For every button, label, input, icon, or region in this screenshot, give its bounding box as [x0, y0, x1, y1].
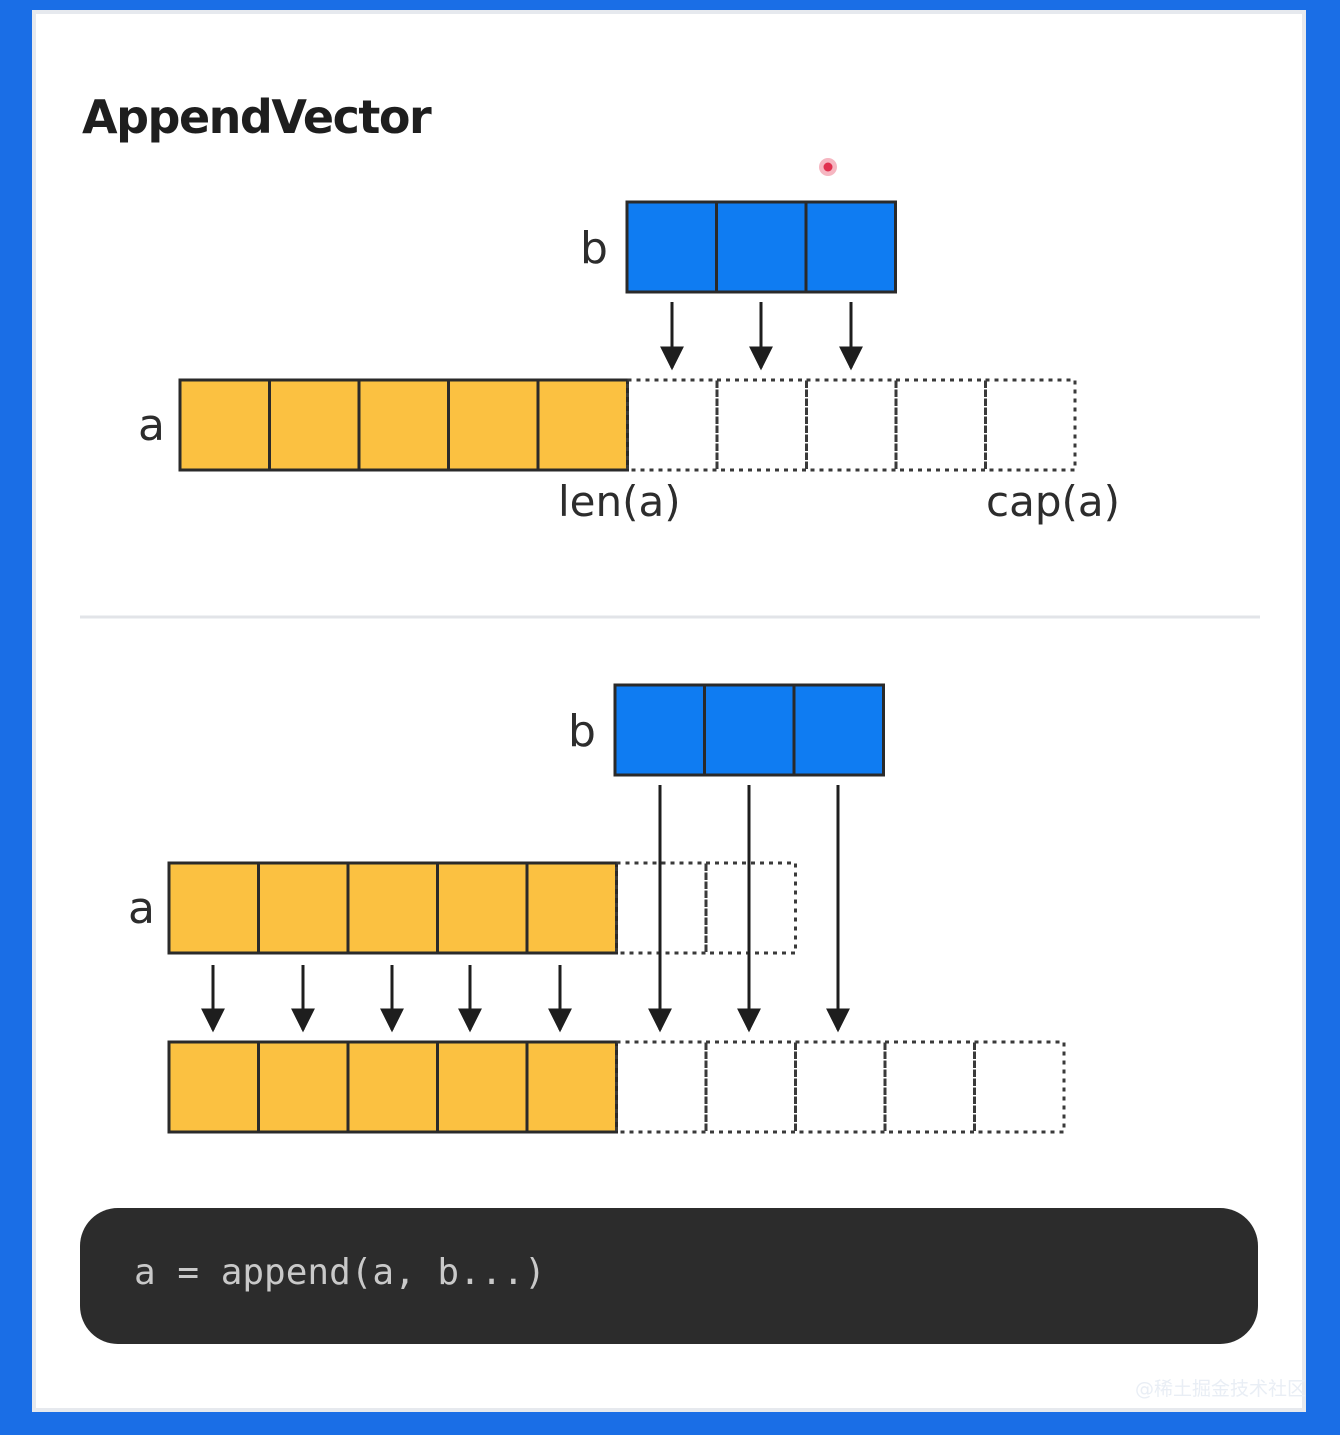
- bottom-b-cell-1: [613, 683, 706, 777]
- cap-label: cap(a): [986, 477, 1120, 526]
- top-b-cell-3: [804, 200, 897, 294]
- bottom-b-cell-2: [703, 683, 796, 777]
- new-spare-cell-4: [883, 1040, 976, 1134]
- new-filled-cell-3: [346, 1040, 439, 1134]
- len-label: len(a): [558, 477, 681, 526]
- bottom-arrows: [201, 785, 850, 1033]
- top-b-label: b: [580, 223, 608, 274]
- top-a-spare-cell-4: [894, 378, 987, 472]
- top-a-slice: [178, 378, 1077, 472]
- page-title: AppendVector: [82, 90, 432, 144]
- new-filled-cell-1: [167, 1040, 260, 1134]
- top-a-spare-cell-5: [984, 378, 1077, 472]
- bottom-a-cell-4: [436, 861, 529, 955]
- new-spare-cell-1: [615, 1040, 708, 1134]
- top-b-slice: [625, 200, 897, 294]
- bottom-a-label: a: [128, 883, 155, 934]
- new-filled-cell-4: [436, 1040, 529, 1134]
- code-line: a = append(a, b...): [134, 1252, 546, 1293]
- watermark: @稀土掘金技术社区: [1134, 1378, 1306, 1400]
- top-a-cell-2: [268, 378, 361, 472]
- bottom-b-slice: [613, 683, 885, 777]
- top-a-label: a: [138, 400, 165, 451]
- bottom-a-slice: [167, 861, 797, 955]
- top-b-cell-2: [715, 200, 808, 294]
- top-a-cell-4: [447, 378, 540, 472]
- new-spare-cell-3: [794, 1040, 887, 1134]
- new-filled-cell-5: [525, 1040, 618, 1134]
- top-a-spare-cell-2: [715, 378, 808, 472]
- top-a-spare-cell-3: [805, 378, 898, 472]
- new-spare-cell-5: [973, 1040, 1066, 1134]
- bottom-a-cell-1: [167, 861, 260, 955]
- new-backing-array: [167, 1040, 1066, 1134]
- append-vector-diagram: b a len(a) cap(a) b a: [80, 158, 1260, 1134]
- code-block: a = append(a, b...): [80, 1208, 1258, 1344]
- new-filled-cell-2: [257, 1040, 350, 1134]
- bottom-b-label: b: [568, 706, 596, 757]
- bottom-a-cell-2: [257, 861, 350, 955]
- bottom-b-cell-3: [792, 683, 885, 777]
- bottom-a-spare-cell-2: [704, 861, 797, 955]
- top-arrows: [660, 302, 863, 371]
- top-a-cell-5: [536, 378, 629, 472]
- new-spare-cell-2: [704, 1040, 797, 1134]
- cursor-dot-core: [823, 162, 833, 172]
- bottom-a-cell-5: [525, 861, 618, 955]
- bottom-a-cell-3: [346, 861, 439, 955]
- top-a-cell-3: [357, 378, 450, 472]
- top-b-cell-1: [625, 200, 718, 294]
- top-a-spare-cell-1: [626, 378, 719, 472]
- top-a-cell-1: [178, 378, 271, 472]
